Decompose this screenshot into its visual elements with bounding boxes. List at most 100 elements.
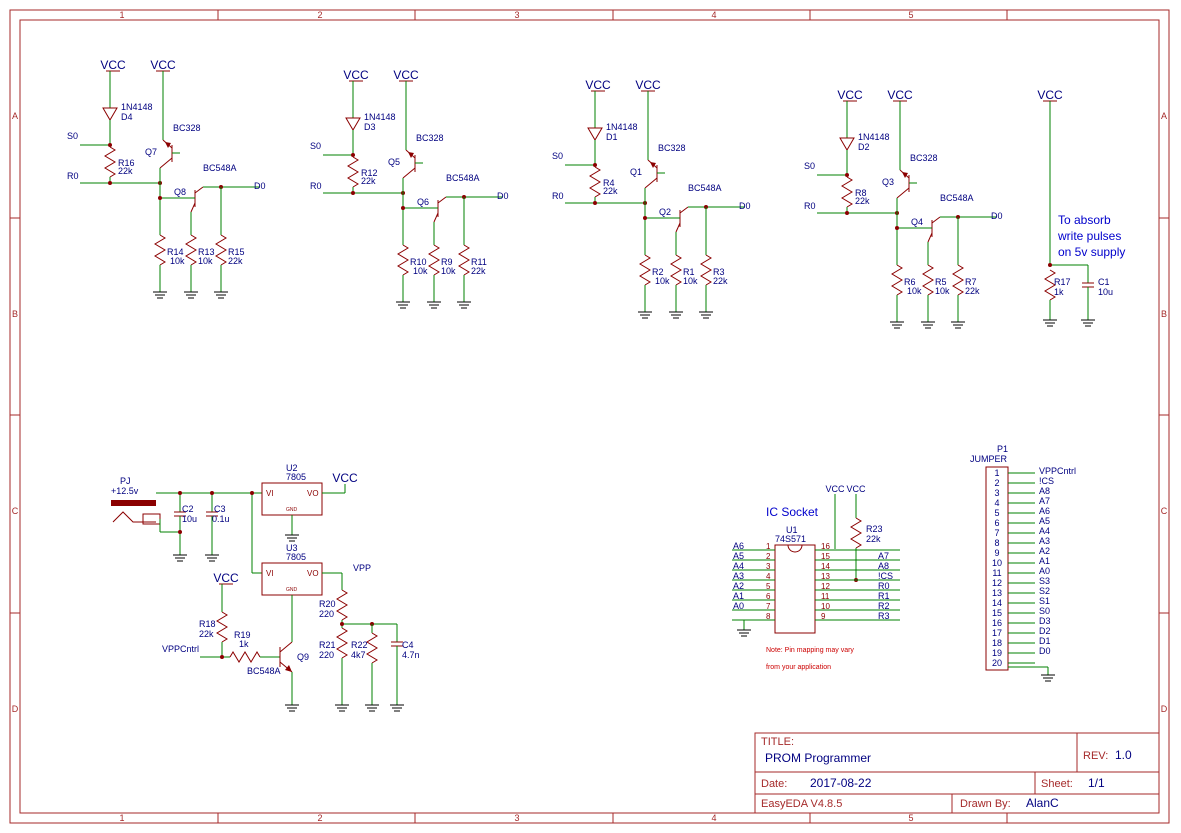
ground-symbol <box>1041 674 1055 682</box>
socket-pin-number: 9 <box>821 612 826 621</box>
vppcntrl-label: VPPCntrl <box>162 644 199 654</box>
zone-row-a-right: A <box>1161 111 1167 121</box>
supply-note-line-3: on 5v supply <box>1058 245 1125 259</box>
base-resistor-value: 22k <box>855 196 870 206</box>
s0-label: S0 <box>804 161 815 171</box>
r-out-value: 22k <box>965 286 980 296</box>
ground-symbol <box>285 704 299 712</box>
r0-label: R0 <box>552 191 564 201</box>
u3-vi: VI <box>266 569 274 578</box>
c1-ref: C1 <box>1098 277 1110 287</box>
emitter-resistor <box>639 254 651 286</box>
jumper-pin-number: 20 <box>992 658 1002 668</box>
jumper-pin-number: 13 <box>992 588 1002 598</box>
d0-label: D0 <box>497 191 509 201</box>
base-resistor <box>104 146 116 178</box>
r0-label: R0 <box>310 181 322 191</box>
vcc-label: VCC <box>332 471 358 485</box>
r23-value: 22k <box>866 534 881 544</box>
dc-jack-body <box>112 511 156 523</box>
rev-label: REV: <box>1083 750 1108 762</box>
ground-symbol <box>427 301 441 309</box>
dc-jack-pin <box>111 500 156 506</box>
zone-row-a: A <box>12 111 18 121</box>
supply-note-line-2: write pulses <box>1057 229 1121 243</box>
r19-ref: R19 <box>234 630 251 640</box>
r-e2-ref: R13 <box>198 247 215 257</box>
ground-symbol <box>205 554 219 562</box>
socket-pin-number: 11 <box>821 592 830 601</box>
socket-pin-number: 6 <box>766 592 771 601</box>
npn-part: BC548A <box>688 183 722 193</box>
r-e1-ref: R14 <box>167 247 184 257</box>
u2-ref: U2 <box>286 463 298 473</box>
socket-note-2: from your application <box>766 664 831 671</box>
jumper-signal: D1 <box>1039 636 1051 646</box>
diode-symbol <box>345 117 361 131</box>
r-out-ref: R15 <box>228 247 245 257</box>
zone-row-b: B <box>12 309 18 319</box>
c2-ref: C2 <box>182 504 194 514</box>
emitter-resistor <box>891 264 903 296</box>
diode-ref: D1 <box>606 132 618 142</box>
zone-row-b-right: B <box>1161 309 1167 319</box>
jumper-pin-number: 6 <box>994 518 999 528</box>
socket-right-signal: R2 <box>878 601 890 611</box>
ground-symbol <box>285 534 299 542</box>
sheet-value: 1/1 <box>1088 776 1105 790</box>
socket-pin-number: 10 <box>821 602 830 611</box>
sheet-label: Sheet: <box>1041 778 1073 790</box>
r0-label: R0 <box>67 171 79 181</box>
date-value: 2017-08-22 <box>810 776 872 790</box>
output-resistor <box>215 234 227 266</box>
jumper-pin-number: 4 <box>994 498 999 508</box>
u3-part: 7805 <box>286 552 306 562</box>
ground-symbol <box>737 629 751 637</box>
jumper-signal: A1 <box>1039 556 1050 566</box>
drawn-label: Drawn By: <box>960 798 1011 810</box>
jumper-pin-number: 5 <box>994 508 999 518</box>
npn-part: BC548A <box>446 173 480 183</box>
jumper-pin-number: 18 <box>992 638 1002 648</box>
socket-pin-number: 3 <box>766 562 771 571</box>
jumper-signal: S3 <box>1039 576 1050 586</box>
npn-ref: Q4 <box>911 217 923 227</box>
socket-right-signal: R0 <box>878 581 890 591</box>
r17-value: 1k <box>1054 287 1064 297</box>
ic-body <box>774 544 816 634</box>
base-resistor-ref: R8 <box>855 188 867 198</box>
sheet-frame <box>9 9 1170 824</box>
base-resistor <box>589 166 601 198</box>
jumper-pin-number: 10 <box>992 558 1002 568</box>
r22-value: 4k7 <box>351 650 366 660</box>
vcc-label: VCC <box>846 484 866 494</box>
jumper-signal: A4 <box>1039 526 1050 536</box>
vcc-label: VCC <box>1037 88 1063 102</box>
zone-row-c: C <box>12 506 19 516</box>
jumper-pin-number: 16 <box>992 618 1002 628</box>
jumper-pin-number: 19 <box>992 648 1002 658</box>
zone-col-1: 1 <box>119 10 124 20</box>
socket-pin-number: 13 <box>821 572 830 581</box>
resistor-r23 <box>850 517 862 549</box>
emitter-resistor <box>185 234 197 266</box>
emitter-resistor <box>670 254 682 286</box>
jumper-signal: S2 <box>1039 586 1050 596</box>
emitter-resistor <box>922 264 934 296</box>
jumper-signal: D3 <box>1039 616 1051 626</box>
jumper-pin-number: 8 <box>994 538 999 548</box>
vcc-label: VCC <box>635 78 661 92</box>
jumper-pin-number: 15 <box>992 608 1002 618</box>
r-e1-value: 10k <box>170 256 185 266</box>
zone-row-c-right: C <box>1161 506 1168 516</box>
zone-col-3: 3 <box>514 10 519 20</box>
jumper-signal: D0 <box>1039 646 1051 656</box>
p1-ref: P1 <box>997 444 1008 454</box>
ground-symbol <box>890 321 904 329</box>
r18-value: 22k <box>199 629 214 639</box>
